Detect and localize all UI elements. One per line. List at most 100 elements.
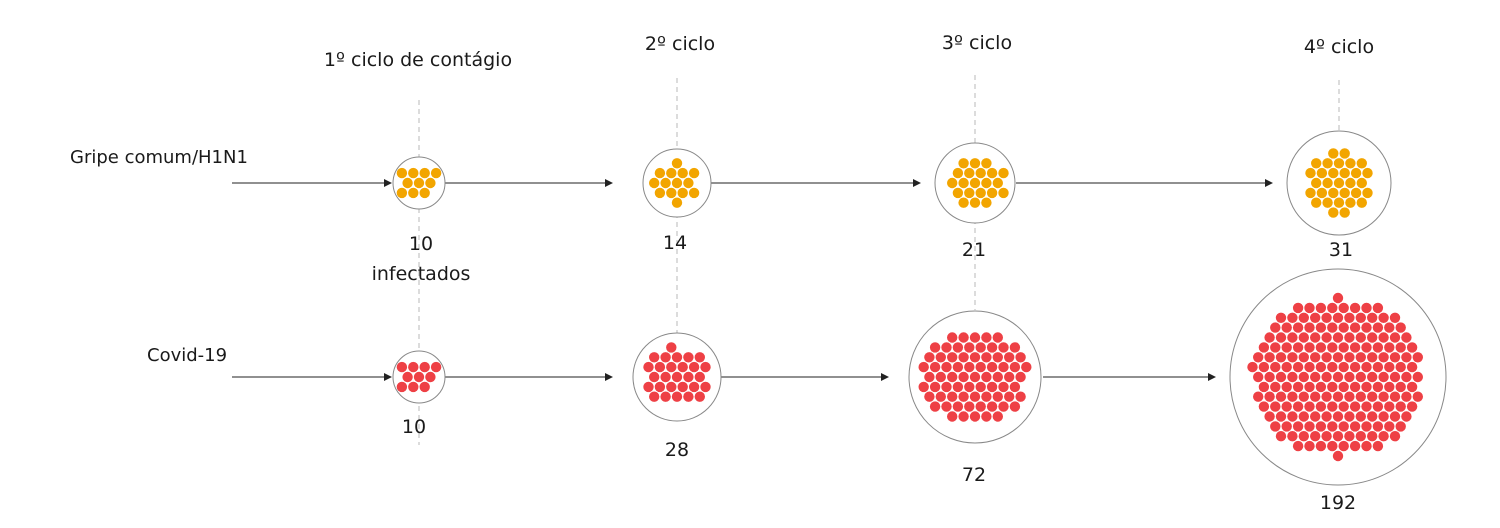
flu-dot <box>1350 187 1362 199</box>
covid-dot <box>981 371 992 383</box>
covid-dot <box>396 361 408 373</box>
flu-dot <box>969 197 981 208</box>
covid-dot <box>992 332 1003 343</box>
flu-dot <box>1333 177 1345 189</box>
flu-dot <box>1328 167 1339 179</box>
covid-dot <box>1349 421 1361 432</box>
covid-dot <box>1304 421 1315 432</box>
covid-dot <box>1344 332 1355 343</box>
covid-dot <box>1355 352 1367 363</box>
covid-dot <box>1406 381 1418 393</box>
covid-dot <box>1372 322 1384 333</box>
clusters <box>392 130 1447 486</box>
flu-cluster-4 <box>1286 130 1392 236</box>
covid-dot <box>1310 371 1321 383</box>
flu-dot <box>958 177 969 189</box>
covid-dot <box>952 401 964 412</box>
flu-dot <box>1345 197 1356 208</box>
covid-dot <box>1384 421 1395 432</box>
flu-dot <box>981 197 992 208</box>
covid-dot <box>1395 381 1406 393</box>
covid-dot <box>929 381 941 393</box>
covid-dot <box>1349 361 1361 373</box>
covid-dot <box>1275 391 1287 402</box>
flu-dot <box>430 167 442 179</box>
covid-dot <box>1361 381 1372 393</box>
covid-dot <box>1275 371 1287 383</box>
covid-dot <box>1401 352 1412 363</box>
covid-dot <box>929 401 941 412</box>
cycle-header-2: 2º ciclo <box>645 33 715 55</box>
covid-dot <box>1338 322 1349 333</box>
covid-dot <box>1361 421 1372 432</box>
covid-dot <box>1332 371 1344 383</box>
covid-dot <box>1258 342 1270 353</box>
covid-dot <box>1389 352 1401 363</box>
covid-dot <box>1287 411 1298 422</box>
covid-dot <box>975 342 986 353</box>
covid-dot <box>1304 440 1315 452</box>
flu-dot <box>649 177 660 189</box>
covid-dot <box>1253 371 1264 383</box>
covid-dot <box>964 361 975 373</box>
covid-dot <box>1344 391 1355 402</box>
count-flu-1: 10 <box>409 233 433 255</box>
covid-dot <box>1361 342 1372 353</box>
covid-dot <box>1384 401 1395 412</box>
covid-dot <box>1281 401 1292 412</box>
covid-dot <box>1406 401 1418 412</box>
covid-dot <box>694 371 705 383</box>
covid-dot <box>924 352 935 363</box>
covid-dot <box>1292 322 1304 333</box>
covid-dot <box>1372 302 1384 314</box>
flu-dot <box>969 177 981 189</box>
covid-dot <box>952 342 964 353</box>
covid-dot <box>1327 302 1338 314</box>
covid-dot <box>958 411 969 422</box>
flu-dot <box>1322 197 1333 208</box>
flu-dot <box>958 158 969 169</box>
covid-dot <box>660 391 671 402</box>
covid-dot <box>1355 312 1367 323</box>
covid-dot <box>1332 391 1344 402</box>
covid-dot <box>986 361 998 373</box>
covid-dot <box>1332 352 1344 363</box>
covid-dot <box>975 401 986 412</box>
covid-dot <box>1389 312 1401 323</box>
covid-dot <box>666 361 677 373</box>
flu-dot <box>1311 197 1322 208</box>
covid-dot <box>1015 391 1026 402</box>
covid-dot <box>1321 411 1332 422</box>
covid-dot <box>1349 302 1361 314</box>
covid-dot <box>1406 361 1418 373</box>
flu-dot <box>1305 167 1316 179</box>
covid-dot <box>649 391 660 402</box>
covid-dot <box>1009 401 1021 412</box>
covid-dot <box>1401 371 1412 383</box>
flu-dot <box>1356 158 1368 169</box>
covid-dot <box>1292 361 1304 373</box>
covid-dot <box>1412 371 1424 383</box>
flu-dot <box>1339 187 1350 199</box>
flu-dot <box>952 187 964 199</box>
covid-dot <box>1378 332 1389 343</box>
flu-dot <box>998 187 1009 199</box>
covid-dot <box>1395 421 1406 432</box>
flu-dot <box>1316 167 1328 179</box>
covid-dot <box>1292 342 1304 353</box>
covid-dot <box>1310 312 1321 323</box>
covid-dot <box>935 352 946 363</box>
flu-dot <box>677 167 688 179</box>
flu-dot <box>671 197 683 208</box>
covid-dot <box>1378 431 1389 442</box>
covid-dot <box>1327 401 1338 412</box>
covid-dot <box>683 371 694 383</box>
covid-dot <box>1004 391 1015 402</box>
covid-dot <box>947 332 958 343</box>
count-covid-3: 72 <box>962 464 986 486</box>
covid-dot <box>1355 371 1367 383</box>
flu-dot <box>1345 177 1356 189</box>
flu-cluster-1 <box>392 156 446 210</box>
flu-dot <box>666 167 677 179</box>
